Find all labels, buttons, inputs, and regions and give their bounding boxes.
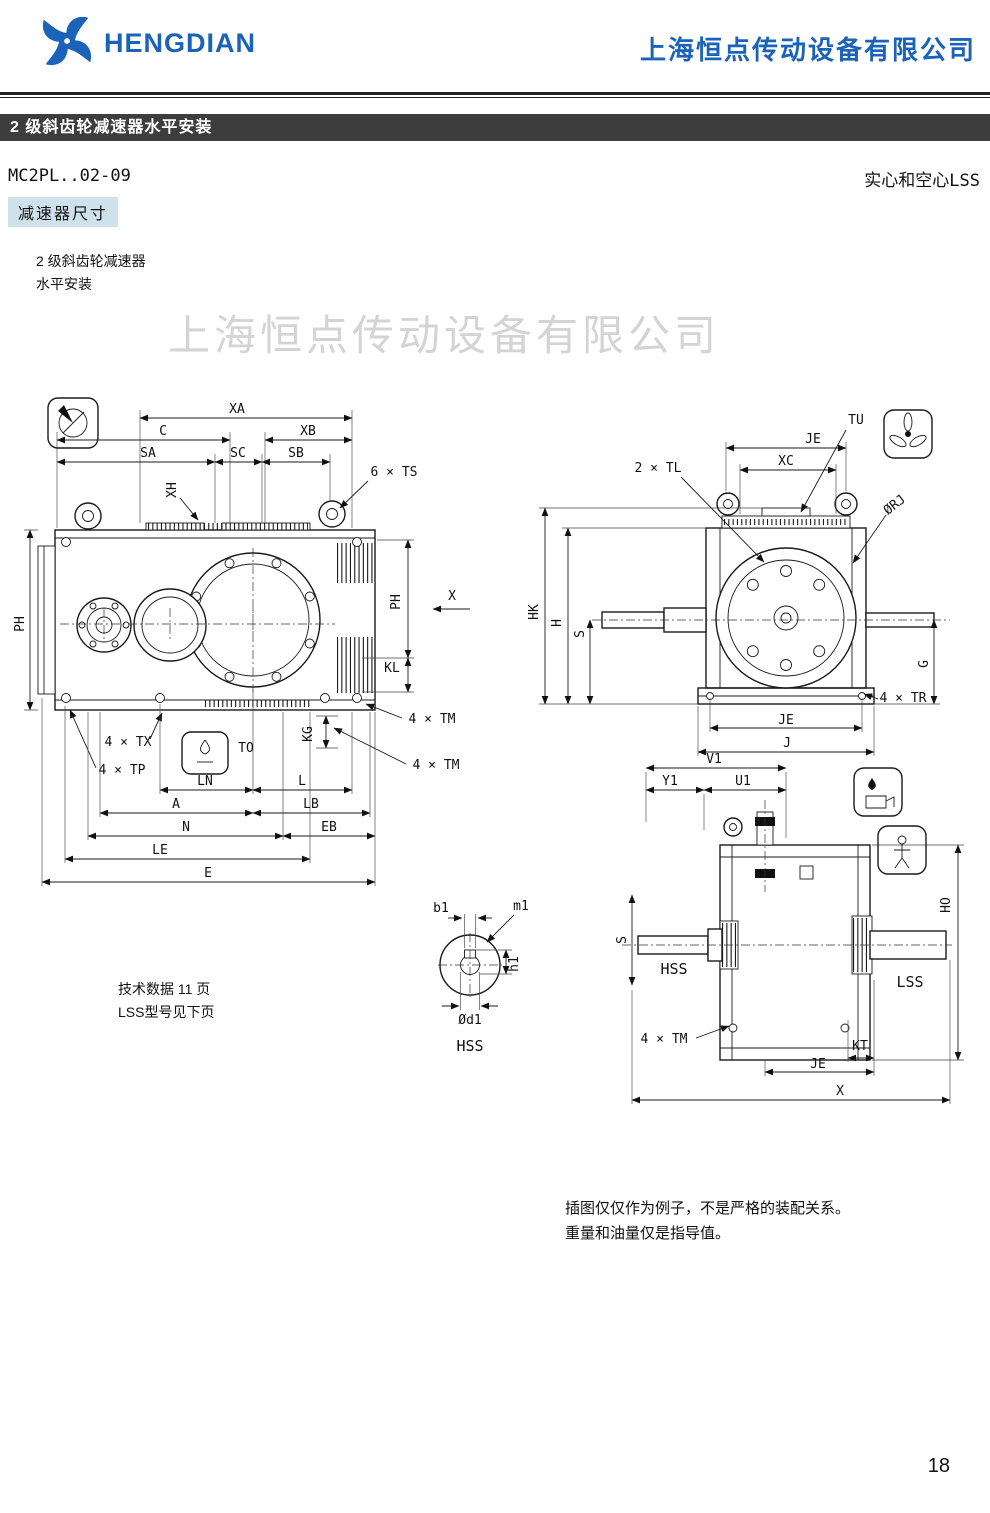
dimension-drawing: XA C XB SA SC SB XH 6 × TS PH PH X KL KG… [13,397,964,1104]
watermark: 上海恒点传动设备有限公司 [168,312,721,359]
dim-label-b1: b1 [433,901,449,916]
note-line2: LSS型号见下页 [118,1004,215,1020]
dim-label-le: LE [152,843,168,858]
header-divider [0,92,990,98]
shaft-type-note: 实心和空心LSS [864,171,980,191]
subtitle-line2: 水平安装 [36,276,92,292]
dim-label-sa: SA [140,446,156,461]
dim-label-j: J [783,736,791,751]
dim-label-ln: LN [197,774,213,789]
end-view-dimensions: TU JE XC 2 × TL ØRJ HK H S G 4 × TR JE J [527,413,940,756]
dim-label-ph-left: PH [13,616,28,632]
dim-label-s-end: S [573,630,588,638]
dim-label-je-top: JE [805,432,821,447]
dim-label-xb: XB [300,424,316,439]
dim-label-6ts: 6 × TS [371,465,418,480]
top-view [622,800,952,1061]
footnote-line1: 插图仅仅作为例子，不是严格的装配关系。 [565,1200,851,1217]
technical-notes: 技术数据 11 页 LSS型号见下页 [118,978,214,1024]
mounting-icon [877,825,927,875]
dim-label-lb: LB [303,797,319,812]
subtitle: 2 级斜齿轮减速器 水平安装 [36,250,146,296]
dim-label-4tr: 4 × TR [880,691,927,706]
company-logo-icon [36,10,98,77]
dim-label-c: C [159,424,167,439]
dim-label-e: E [204,866,212,881]
model-code: MC2PL..02-09 [8,166,131,186]
shaft-label-lss: LSS [896,973,923,991]
page-number: 18 [927,1455,950,1477]
dim-label-s-top: S [615,936,630,944]
dim-label-ho: HO [939,897,954,913]
fan-icon [883,409,933,459]
dim-label-2tl: 2 × TL [635,461,682,476]
dim-label-xc: XC [778,454,794,469]
dim-label-ph-right: PH [389,594,404,610]
dim-label-h1: h1 [507,956,522,972]
dim-label-hk: HK [527,604,542,620]
dim-label-sc: SC [230,446,246,461]
end-view [592,492,950,705]
section-label: 减速器尺寸 [8,197,119,227]
dim-label-g: G [917,660,932,668]
view-arrow-label-x: X [448,589,456,604]
top-view-dimensions: V1 Y1 U1 HO S HSS LSS 4 × TM KT JE X [615,752,964,1104]
brand-name: HENGDIAN [104,28,257,58]
dim-label-y1: Y1 [662,774,678,789]
model-row: MC2PL..02-09 实心和空心LSS [0,166,990,191]
dim-label-u1: U1 [735,774,751,789]
dim-label-kg: KG [301,726,316,742]
dim-label-rj: ØRJ [881,492,909,518]
title-bar: 2 级斜齿轮减速器水平安装 [0,114,990,141]
note-line1: 技术数据 11 页 [118,981,211,997]
front-view [37,500,376,711]
dim-label-a: A [172,797,180,812]
shaft-detail: b1 m1 h1 Ød1 HSS [433,899,529,1055]
dim-label-4tp: 4 × TP [99,763,146,778]
footnote: 插图仅仅作为例子，不是严格的装配关系。 重量和油量仅是指导值。 [565,1196,850,1246]
dim-label-m1: m1 [513,899,529,914]
dim-label-xh: XH [165,482,180,498]
dim-label-x-top-view: X [836,1084,844,1099]
dim-label-kt: KT [852,1039,868,1054]
dim-label-4tx: 4 × TX [105,735,152,750]
dim-label-4tm-upper: 4 × TM [409,712,456,727]
dim-label-je-bottom: JE [778,713,794,728]
dim-label-4tm-lower: 4 × TM [413,758,460,773]
front-view-dimensions: XA C XB SA SC SB XH 6 × TS PH PH X KL KG… [13,402,470,886]
dim-label-tu: TU [848,413,864,428]
dim-label-n: N [182,820,190,835]
company-name: 上海恒点传动设备有限公司 [639,35,976,65]
dim-label-kl: KL [384,661,400,676]
dim-label-eb: EB [321,820,337,835]
dim-label-l: L [298,774,306,789]
drain-icon [181,731,229,775]
subtitle-line1: 2 级斜齿轮减速器 [36,253,146,269]
detail-label-hss: HSS [456,1037,483,1055]
dim-label-4tm-top-view: 4 × TM [641,1032,688,1047]
dim-label-sb: SB [288,446,304,461]
dim-label-to: TO [238,741,254,756]
dim-label-v1: V1 [706,752,722,767]
dim-label-d1: Ød1 [458,1013,481,1028]
shaft-label-hss: HSS [660,960,687,978]
dim-label-je-top-view: JE [810,1057,826,1072]
coupling-icon [47,397,99,449]
oil-level-icon [853,767,903,817]
footnote-line2: 重量和油量仅是指导值。 [565,1225,731,1242]
dim-label-h: H [550,619,565,627]
dim-label-xa: XA [229,402,245,417]
